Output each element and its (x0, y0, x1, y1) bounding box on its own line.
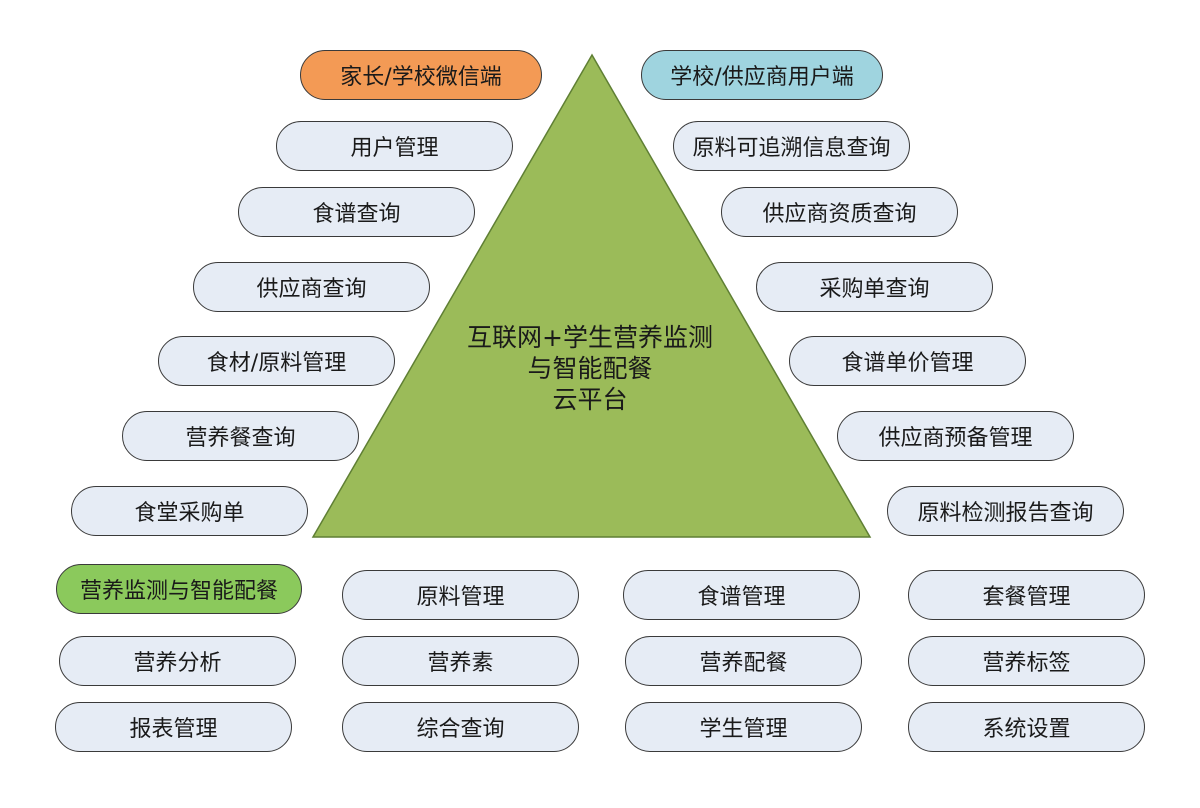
bottom-item-set-meal-management: 套餐管理 (908, 570, 1145, 620)
bottom-item-nutrients: 营养素 (342, 636, 579, 686)
bottom-item-report-management: 报表管理 (55, 702, 292, 752)
left-item-user-management: 用户管理 (276, 121, 513, 171)
right-item-supplier-reserve: 供应商预备管理 (837, 411, 1074, 461)
bottom-item-nutrition-analysis: 营养分析 (59, 636, 296, 686)
left-item-supplier-query: 供应商查询 (193, 262, 430, 312)
bottom-item-nutrition-label: 营养标签 (908, 636, 1145, 686)
right-column-header: 学校/供应商用户端 (641, 50, 883, 100)
bottom-item-nutrition-meal: 营养配餐 (625, 636, 862, 686)
bottom-item-recipe-management: 食谱管理 (623, 570, 860, 620)
right-item-recipe-price: 食谱单价管理 (789, 336, 1026, 386)
center-title: 互联网+学生营养监测 与智能配餐 云平台 (440, 322, 740, 415)
left-item-ingredient-management: 食材/原料管理 (158, 336, 395, 386)
right-item-purchase-query: 采购单查询 (756, 262, 993, 312)
bottom-item-comprehensive-query: 综合查询 (342, 702, 579, 752)
left-column-header: 家长/学校微信端 (300, 50, 542, 100)
bottom-item-ingredient-management: 原料管理 (342, 570, 579, 620)
left-item-canteen-purchase: 食堂采购单 (71, 486, 308, 536)
center-title-line-1: 互联网+学生营养监测 (467, 323, 713, 352)
bottom-grid-header: 营养监测与智能配餐 (56, 564, 302, 614)
right-item-traceability-query: 原料可追溯信息查询 (673, 121, 910, 171)
center-title-line-2: 与智能配餐 (527, 354, 653, 383)
bottom-item-system-settings: 系统设置 (908, 702, 1145, 752)
left-item-recipe-query: 食谱查询 (238, 187, 475, 237)
bottom-item-student-management: 学生管理 (625, 702, 862, 752)
center-triangle (311, 53, 872, 538)
center-title-line-3: 云平台 (552, 385, 628, 414)
right-item-supplier-qualification: 供应商资质查询 (721, 187, 958, 237)
right-item-inspection-report: 原料检测报告查询 (887, 486, 1124, 536)
left-item-meal-query: 营养餐查询 (122, 411, 359, 461)
